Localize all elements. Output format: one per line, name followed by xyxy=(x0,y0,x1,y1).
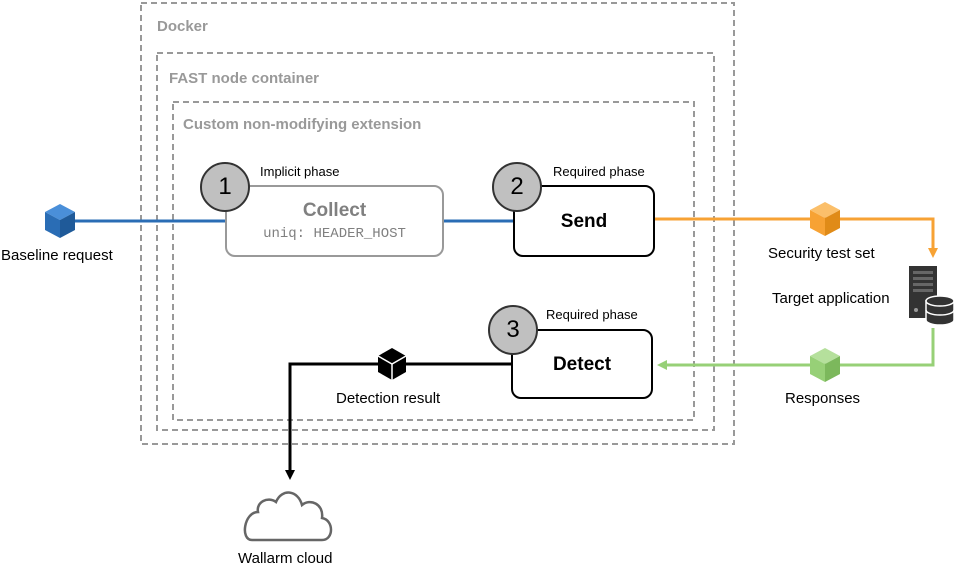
baseline-request-label: Baseline request xyxy=(1,247,113,264)
send-title: Send xyxy=(560,211,608,232)
security-cube-icon xyxy=(810,202,840,236)
phase-1-circle xyxy=(200,162,250,212)
baseline-cube-icon xyxy=(45,204,75,238)
phase-3-number: 3 xyxy=(506,316,520,343)
cloud-icon xyxy=(243,491,333,542)
phase-3-label: Required phase xyxy=(546,307,638,322)
fast-node-title: FAST node container xyxy=(169,70,320,87)
collect-box xyxy=(225,185,444,257)
extension-title: Custom non-modifying extension xyxy=(183,116,422,133)
phase-1-number: 1 xyxy=(218,173,232,200)
send-box xyxy=(513,185,655,257)
detect-box xyxy=(511,329,653,399)
responses-label: Responses xyxy=(785,390,861,407)
docker-title: Docker xyxy=(157,18,208,35)
detect-title: Detect xyxy=(552,354,612,375)
collect-title: Collect xyxy=(302,200,367,221)
phase-2-circle xyxy=(492,162,542,212)
docker-container xyxy=(140,2,735,445)
target-application-label: Target application xyxy=(772,290,890,307)
extension-container xyxy=(172,101,695,421)
phase-2-number: 2 xyxy=(510,173,524,200)
detection-result-label: Detection result xyxy=(336,390,441,407)
fast-node-container xyxy=(156,52,715,431)
detection-cube-icon xyxy=(377,348,407,380)
phase-3-circle xyxy=(488,305,538,355)
collect-detail: uniq: HEADER_HOST xyxy=(263,226,406,242)
responses-arrow xyxy=(657,328,935,370)
server-database-icon xyxy=(909,266,955,326)
detection-result-arrow xyxy=(285,362,512,480)
send-to-target-arrow xyxy=(654,217,938,258)
phase-1-label: Implicit phase xyxy=(260,164,340,179)
security-test-set-label: Security test set xyxy=(768,245,875,262)
responses-cube-icon xyxy=(810,348,840,382)
phase-2-label: Required phase xyxy=(553,164,645,179)
wallarm-cloud-label: Wallarm cloud xyxy=(238,550,333,567)
